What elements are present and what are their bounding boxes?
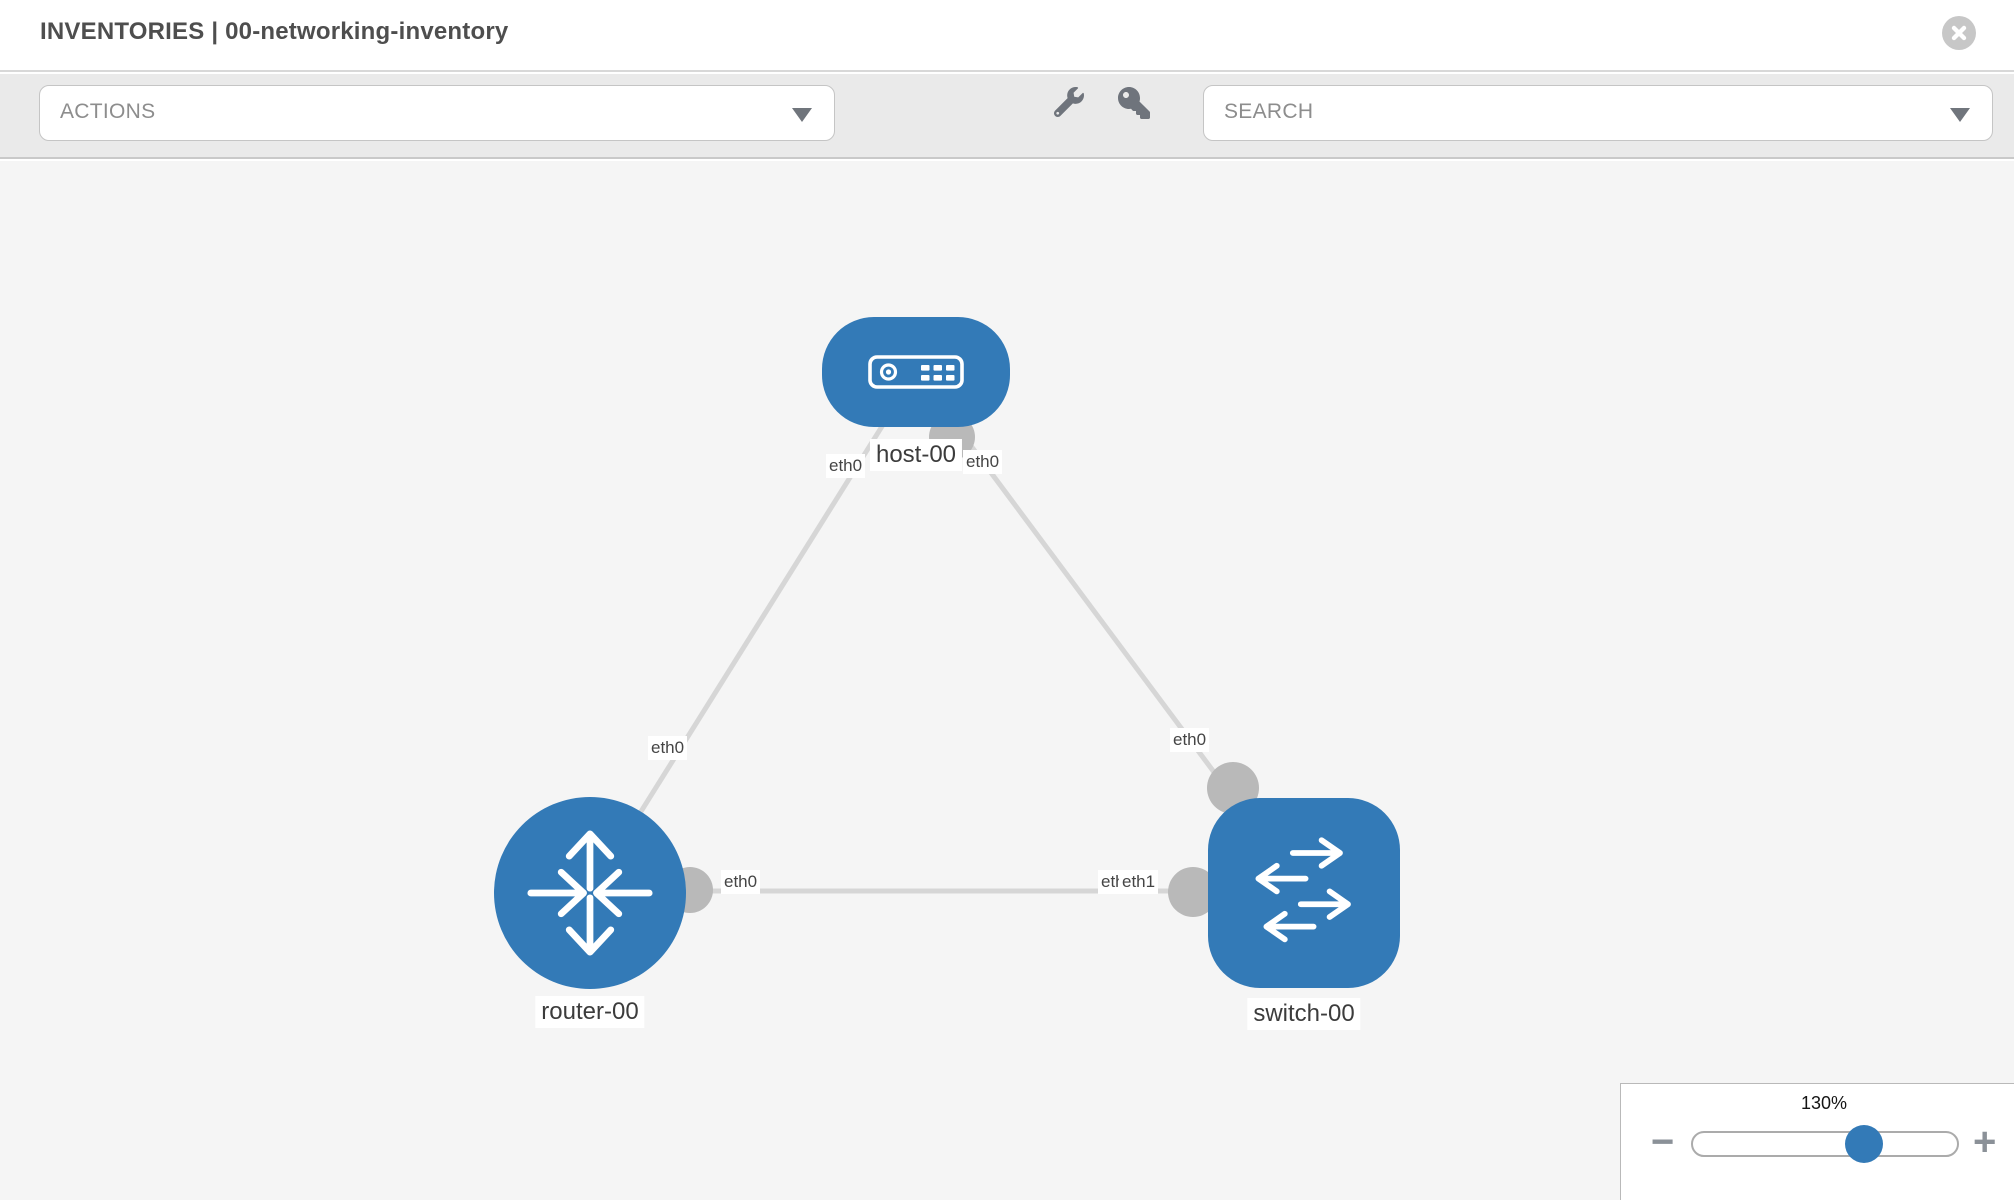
iface-label-router-right: eth0 xyxy=(721,870,761,894)
node-label-switch: switch-00 xyxy=(1247,998,1361,1030)
router-icon xyxy=(527,830,653,956)
chevron-down-icon xyxy=(792,108,812,122)
node-switch-00[interactable] xyxy=(1208,798,1400,988)
close-button[interactable] xyxy=(1942,16,1976,50)
zoom-slider-handle[interactable] xyxy=(1845,1125,1883,1163)
iface-label-router-top: eth0 xyxy=(648,736,688,760)
iface-label-switch-left: eth1 xyxy=(1119,870,1159,894)
iface-label-switch-top: eth0 xyxy=(1170,728,1210,752)
zoom-control-panel: 130% − + xyxy=(1620,1083,2014,1200)
page-title: INVENTORIES | 00-networking-inventory xyxy=(40,18,509,45)
chevron-down-icon xyxy=(1950,108,1970,122)
zoom-slider-track[interactable] xyxy=(1691,1131,1959,1157)
actions-dropdown[interactable]: ACTIONS xyxy=(39,85,835,141)
iface-label-host-left: eth0 xyxy=(826,454,866,478)
switch-icon xyxy=(1255,837,1351,943)
node-label-host: host-00 xyxy=(869,439,963,471)
handle-switch-left[interactable] xyxy=(1168,867,1218,917)
node-host-00[interactable] xyxy=(822,317,1010,427)
zoom-level-value: 130% xyxy=(1800,1093,1848,1113)
search-dropdown[interactable]: SEARCH xyxy=(1203,85,1993,141)
node-label-router: router-00 xyxy=(535,996,645,1028)
iface-label-host-right: eth0 xyxy=(963,450,1003,474)
iface-label-switch-left-clipped: eth xyxy=(1098,870,1121,894)
wrench-icon[interactable] xyxy=(1054,87,1084,117)
header: INVENTORIES | 00-networking-inventory xyxy=(0,0,2014,72)
topology-canvas[interactable] xyxy=(0,161,2014,1200)
zoom-out-button[interactable]: − xyxy=(1651,1120,1675,1164)
close-icon xyxy=(1951,25,1967,41)
toolbar: ACTIONS SEARCH xyxy=(0,74,2014,159)
search-dropdown-label: SEARCH xyxy=(1224,100,1314,123)
key-icon[interactable] xyxy=(1118,87,1150,119)
host-icon xyxy=(868,355,964,389)
actions-dropdown-label: ACTIONS xyxy=(60,100,156,123)
node-router-00[interactable] xyxy=(494,797,686,989)
zoom-in-button[interactable]: + xyxy=(1973,1120,1997,1164)
